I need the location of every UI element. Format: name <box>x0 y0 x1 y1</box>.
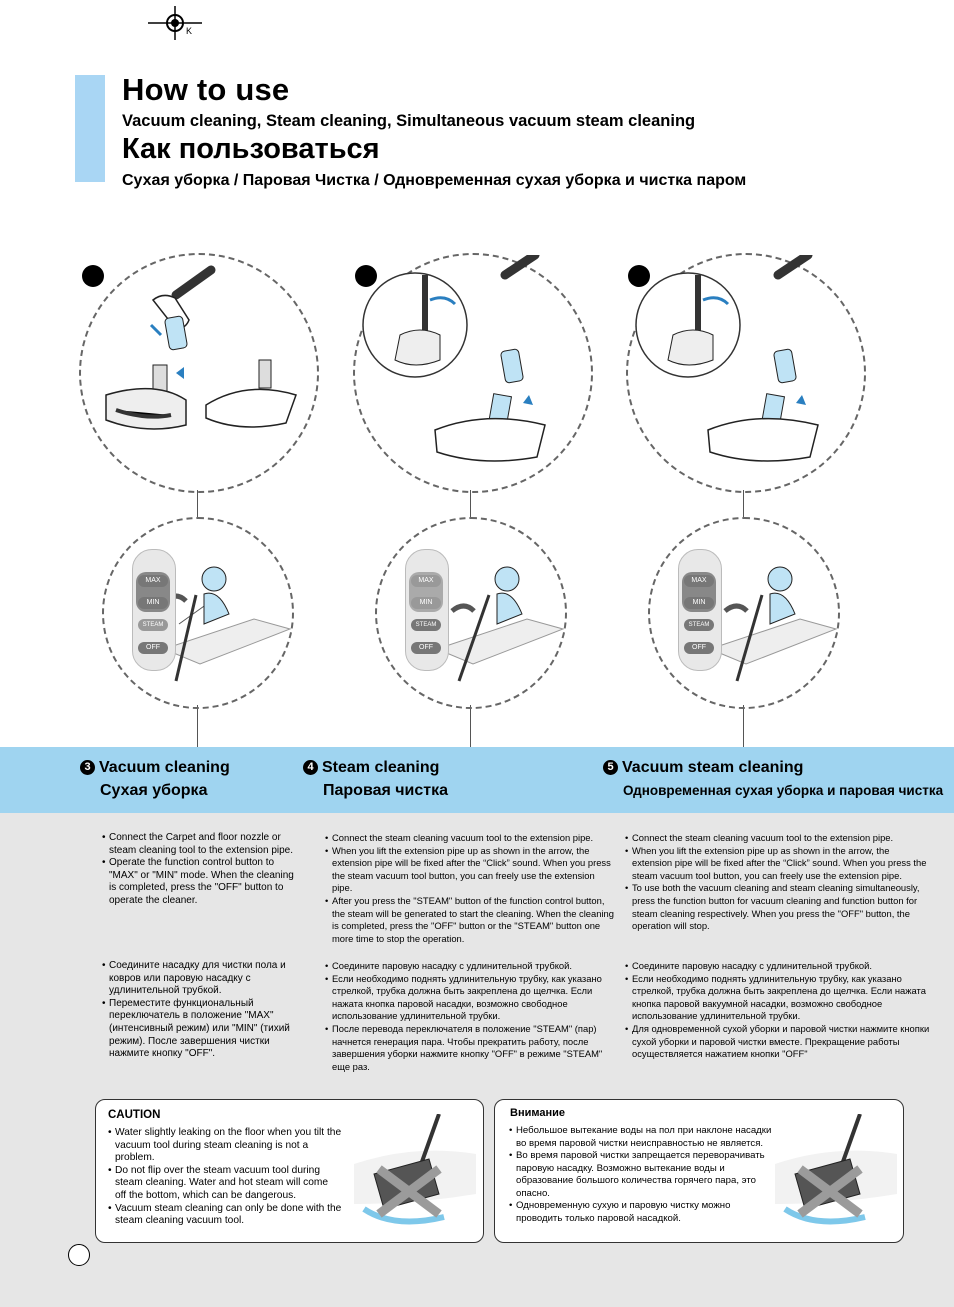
instructions-ru-steam: Соедините паровую насадку с удлинительно… <box>325 960 617 1073</box>
list-item: Connect the Carpet and floor nozzle or s… <box>102 832 298 857</box>
list-item: Одновременную сухую и паровую чистку мож… <box>509 1200 777 1225</box>
caution-title: Внимание <box>510 1107 565 1119</box>
title-accent-bar <box>75 75 105 182</box>
illustration-vacuum-steam-attach <box>626 250 866 493</box>
section-title-en: Vacuum cleaning <box>99 759 230 776</box>
steam-button: STEAM <box>684 619 714 631</box>
list-item: When you lift the extension pipe up as s… <box>325 845 617 895</box>
instructions-ru-vacuum: Соедините насадку для чистки пола и ковр… <box>102 960 292 1061</box>
illustration-control-panel-steam: MAX MIN STEAM OFF <box>375 517 567 709</box>
section-title-ru: Сухая уборка <box>100 782 208 799</box>
min-button: MIN <box>138 597 168 609</box>
off-button: OFF <box>411 642 441 654</box>
list-item: Если необходимо поднять удлинительную тр… <box>325 973 617 1023</box>
list-item: When you lift the extension pipe up as s… <box>625 845 930 883</box>
list-item: Если необходимо поднять удлинительную тр… <box>625 973 930 1023</box>
instructions-en-steam: Connect the steam cleaning vacuum tool t… <box>325 832 617 945</box>
registration-mark-icon: K <box>148 6 202 40</box>
list-item: Для одновременной сухой уборки и паровой… <box>625 1023 930 1061</box>
connector-line <box>470 490 471 518</box>
min-button: MIN <box>684 597 714 609</box>
section-title-ru: Одновременная сухая уборка и паровая чис… <box>623 783 944 798</box>
instructions-en-vacuum-steam: Connect the steam cleaning vacuum tool t… <box>625 832 930 933</box>
instructions-en-vacuum: Connect the Carpet and floor nozzle or s… <box>102 832 298 908</box>
section-title-ru: Паровая чистка <box>323 782 449 799</box>
connector-line <box>197 490 198 518</box>
max-button: MAX <box>138 575 168 587</box>
list-item: Operate the function control button to "… <box>102 857 298 907</box>
connector-line <box>743 705 744 747</box>
list-item: Соедините насадку для чистки пола и ковр… <box>102 960 292 998</box>
step-marker-1 <box>82 265 104 287</box>
page-subtitle-ru: Сухая уборка / Паровая Чистка / Одноврем… <box>122 172 747 189</box>
list-item: Vacuum steam cleaning can only be done w… <box>108 1203 342 1228</box>
list-item: After you press the "STEAM" button of th… <box>325 895 617 945</box>
section-title-en: Steam cleaning <box>322 759 440 776</box>
list-item: Небольшое вытекание воды на пол при накл… <box>509 1125 777 1150</box>
connector-line <box>197 705 198 747</box>
caution-list: Water slightly leaking on the floor when… <box>108 1127 342 1228</box>
list-item: To use both the vacuum cleaning and stea… <box>625 882 930 932</box>
steam-button: STEAM <box>411 619 441 631</box>
do-not-flip-icon <box>354 1114 476 1225</box>
do-not-flip-icon <box>775 1114 897 1225</box>
list-item: Во время паровой чистки запрещается пере… <box>509 1150 777 1200</box>
max-button: MAX <box>684 575 714 587</box>
caution-list: Небольшое вытекание воды на пол при накл… <box>509 1125 777 1225</box>
step-marker-2 <box>355 265 377 287</box>
section-title-band <box>0 747 954 813</box>
off-button: OFF <box>684 642 714 654</box>
illustration-attach-nozzle <box>79 253 319 493</box>
list-item: Соедините паровую насадку с удлинительно… <box>625 960 930 973</box>
min-button: MIN <box>411 597 441 609</box>
page-subtitle-en: Vacuum cleaning, Steam cleaning, Simulta… <box>122 112 696 130</box>
list-item: Do not flip over the steam vacuum tool d… <box>108 1165 342 1203</box>
caution-box-ru: Внимание Небольшое вытекание воды на пол… <box>494 1099 904 1243</box>
section-title-en: Vacuum steam cleaning <box>622 759 804 776</box>
section-number: 5 <box>603 760 618 776</box>
page-number-circle <box>68 1244 90 1266</box>
list-item: Соедините паровую насадку с удлинительно… <box>325 960 617 973</box>
caution-box-en: CAUTION Water slightly leaking on the fl… <box>95 1099 484 1243</box>
illustration-control-panel-vacuum-steam: MAX MIN STEAM OFF <box>648 517 840 709</box>
step-marker-3 <box>628 265 650 287</box>
illustration-control-panel-vacuum: MAX MIN STEAM OFF <box>102 517 294 709</box>
illustration-steam-tool-attach <box>353 250 593 493</box>
section-number: 4 <box>303 760 318 776</box>
section-number: 3 <box>80 760 95 776</box>
connector-line <box>743 490 744 518</box>
page-title-en: How to use <box>122 72 290 107</box>
svg-text:K: K <box>186 26 192 36</box>
list-item: Connect the steam cleaning vacuum tool t… <box>625 832 930 845</box>
list-item: Переместите функциональный переключатель… <box>102 998 292 1061</box>
connector-line <box>470 705 471 747</box>
list-item: После перевода переключателя в положение… <box>325 1023 617 1073</box>
steam-button: STEAM <box>138 619 168 631</box>
off-button: OFF <box>138 642 168 654</box>
list-item: Connect the steam cleaning vacuum tool t… <box>325 832 617 845</box>
instructions-ru-vacuum-steam: Соедините паровую насадку с удлинительно… <box>625 960 930 1061</box>
list-item: Water slightly leaking on the floor when… <box>108 1127 342 1165</box>
max-button: MAX <box>411 575 441 587</box>
page-title-ru: Как пользоваться <box>122 133 380 165</box>
caution-title: CAUTION <box>108 1109 161 1121</box>
